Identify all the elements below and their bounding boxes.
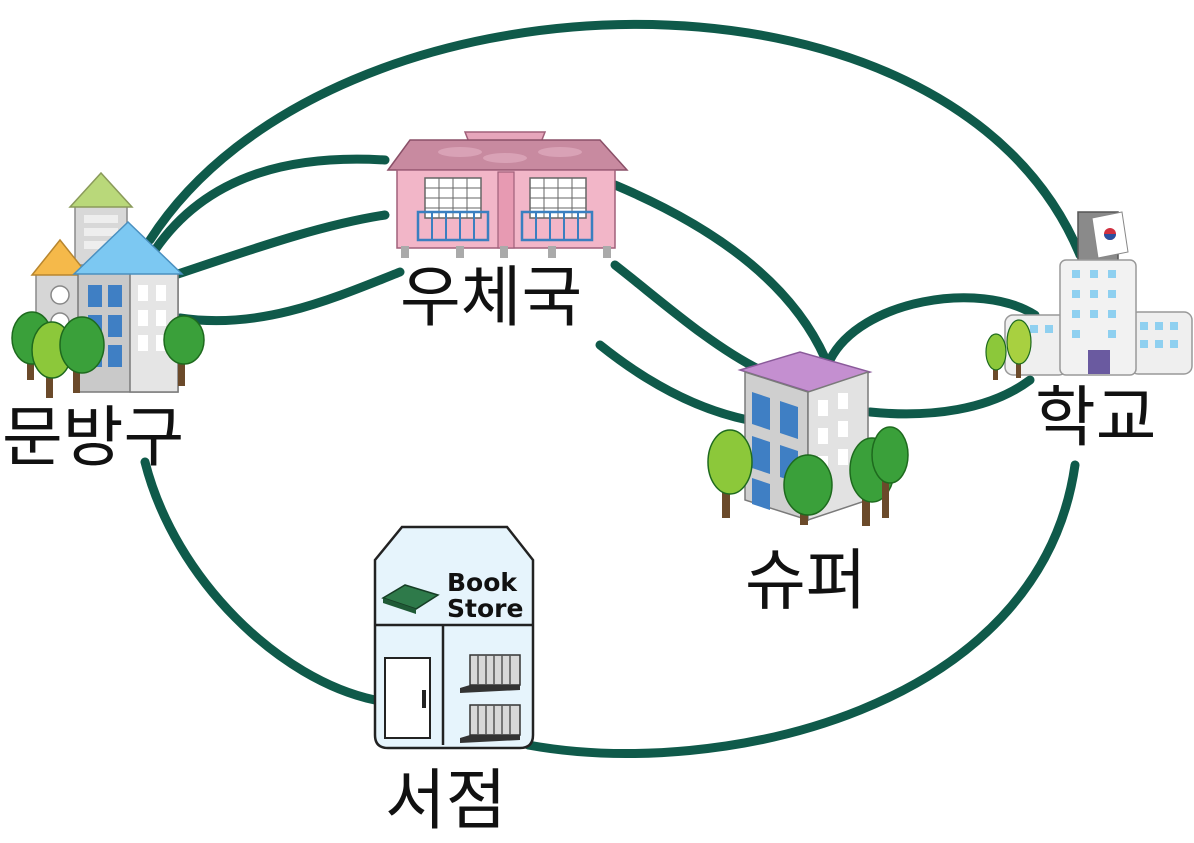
- route-stationery-post-2: [170, 210, 390, 280]
- label-school: 학교: [1035, 379, 1157, 456]
- supermarket-building-icon: [707, 351, 909, 526]
- route-super-school-top: [825, 293, 1040, 365]
- route-super-school-low: [865, 375, 1035, 419]
- route-post-super-top: [610, 180, 830, 363]
- route-bookstore-school: [523, 460, 1080, 758]
- post-office-building-icon: [386, 131, 629, 258]
- bookstore-building-icon: Book Store: [373, 525, 535, 750]
- label-supermarket: 슈퍼: [745, 542, 867, 619]
- label-bookstore: 서점: [385, 762, 507, 839]
- stationery-building-icon: [11, 171, 205, 398]
- school-building-icon: [985, 211, 1193, 380]
- bookstore-sign-line1: Book: [447, 568, 518, 597]
- label-post-office: 우체국: [400, 259, 583, 336]
- route-post-super-low: [595, 340, 753, 425]
- route-stationery-school-top: [145, 19, 1085, 260]
- route-post-super-mid: [610, 260, 765, 375]
- route-stationery-post-1: [150, 154, 390, 255]
- route-stationery-post-3: [175, 267, 405, 326]
- routes: [140, 19, 1085, 758]
- route-stationery-bookstore: [140, 457, 380, 705]
- bookstore-sign-line2: Store: [447, 594, 523, 623]
- label-stationery: 문방구: [2, 399, 185, 476]
